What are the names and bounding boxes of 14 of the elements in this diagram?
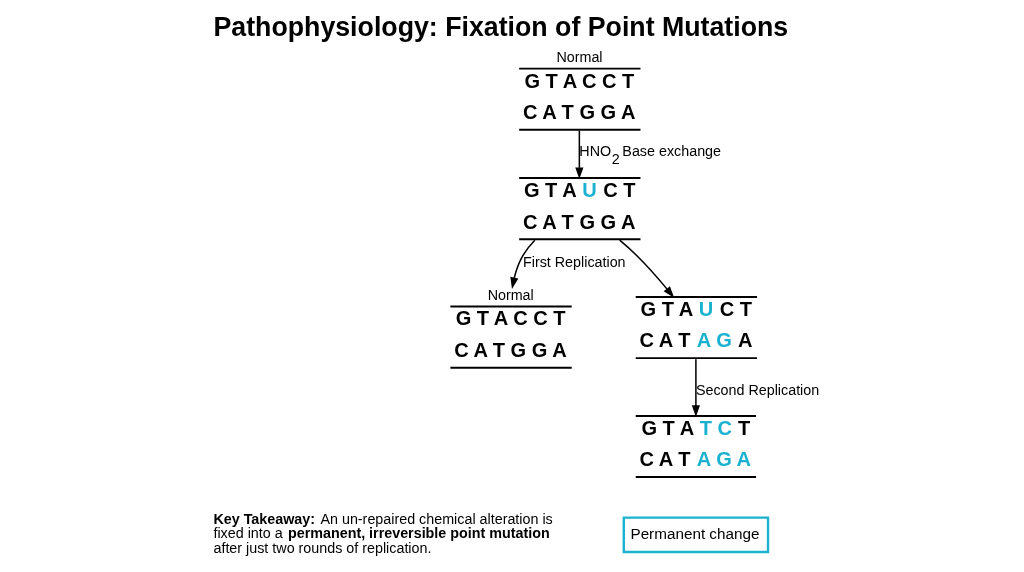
- arrow: [691, 358, 700, 417]
- diagram-title: Pathophysiology: Fixation of Point Mutations: [213, 12, 789, 43]
- node-text: G T A U C T C A T G G A: [522, 178, 636, 233]
- node-text: G T A U C T C A T A G A: [639, 297, 753, 352]
- arrow: [618, 239, 675, 298]
- edge-label: First Replication: [522, 253, 626, 270]
- node-text: Normal G T A C C T C A T G G A: [454, 286, 567, 361]
- arrow: [575, 129, 584, 180]
- node-text: G T A T C T C A T A G A: [639, 416, 752, 471]
- arrow: [510, 239, 536, 290]
- label: Key Takeaway: An un-repaired chemical alteration is fixed into a permanent, irreversible point mutation after just two rounds of replication.: [213, 510, 553, 556]
- node-text: Normal G T A C C T C A T G G A: [522, 48, 636, 124]
- node-box: Permanent change: [622, 516, 770, 554]
- edge-label: Second Replication: [695, 381, 820, 398]
